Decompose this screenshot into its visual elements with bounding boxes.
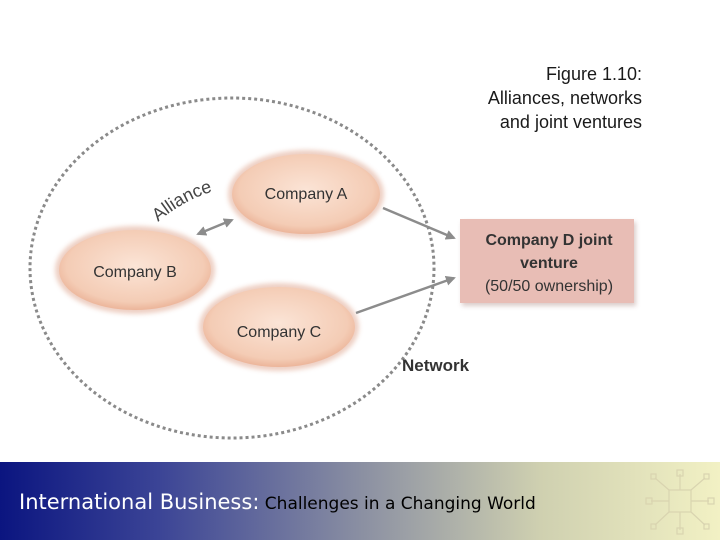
joint-venture-box: Company D joint venture (50/50 ownership… (460, 219, 636, 306)
joint-venture-line-1: Company D joint (485, 232, 613, 249)
footer-title: International Business: Challenges in a … (19, 490, 536, 514)
footer-subtitle: Challenges in a Changing World (259, 494, 536, 514)
footer-book-title: International Business (19, 490, 253, 514)
network-label: Network (402, 356, 470, 375)
joint-venture-line-3: (50/50 ownership) (485, 278, 613, 295)
joint-venture-line-2: venture (520, 255, 578, 272)
company-c-label: Company C (237, 324, 321, 341)
figure-caption: Figure 1.10: Alliances, networks and joi… (342, 62, 642, 134)
alliance-label: Alliance (148, 176, 214, 225)
footer-separator: : (252, 490, 260, 514)
figure-caption-line-1: Figure 1.10: (545, 64, 642, 84)
alliance-arrow (196, 218, 234, 236)
footer-banner: International Business: Challenges in a … (0, 462, 720, 540)
company-c-node: Company C (199, 283, 359, 371)
network-hub-icon (645, 469, 715, 535)
company-b-label: Company B (93, 264, 177, 281)
network-boundary (28, 96, 436, 440)
company-a-label: Company A (265, 186, 348, 203)
alliance-network-diagram: Company A Company B Company C Alliance C… (28, 96, 636, 440)
figure-caption-line-3: and joint ventures (499, 112, 642, 132)
figure-caption-line-2: Alliances, networks (487, 88, 642, 108)
arrow-company-a-to-venture (382, 206, 456, 240)
arrow-company-c-to-venture (355, 275, 456, 315)
company-b-node: Company B (55, 226, 215, 314)
company-a-node: Company A (228, 150, 384, 238)
